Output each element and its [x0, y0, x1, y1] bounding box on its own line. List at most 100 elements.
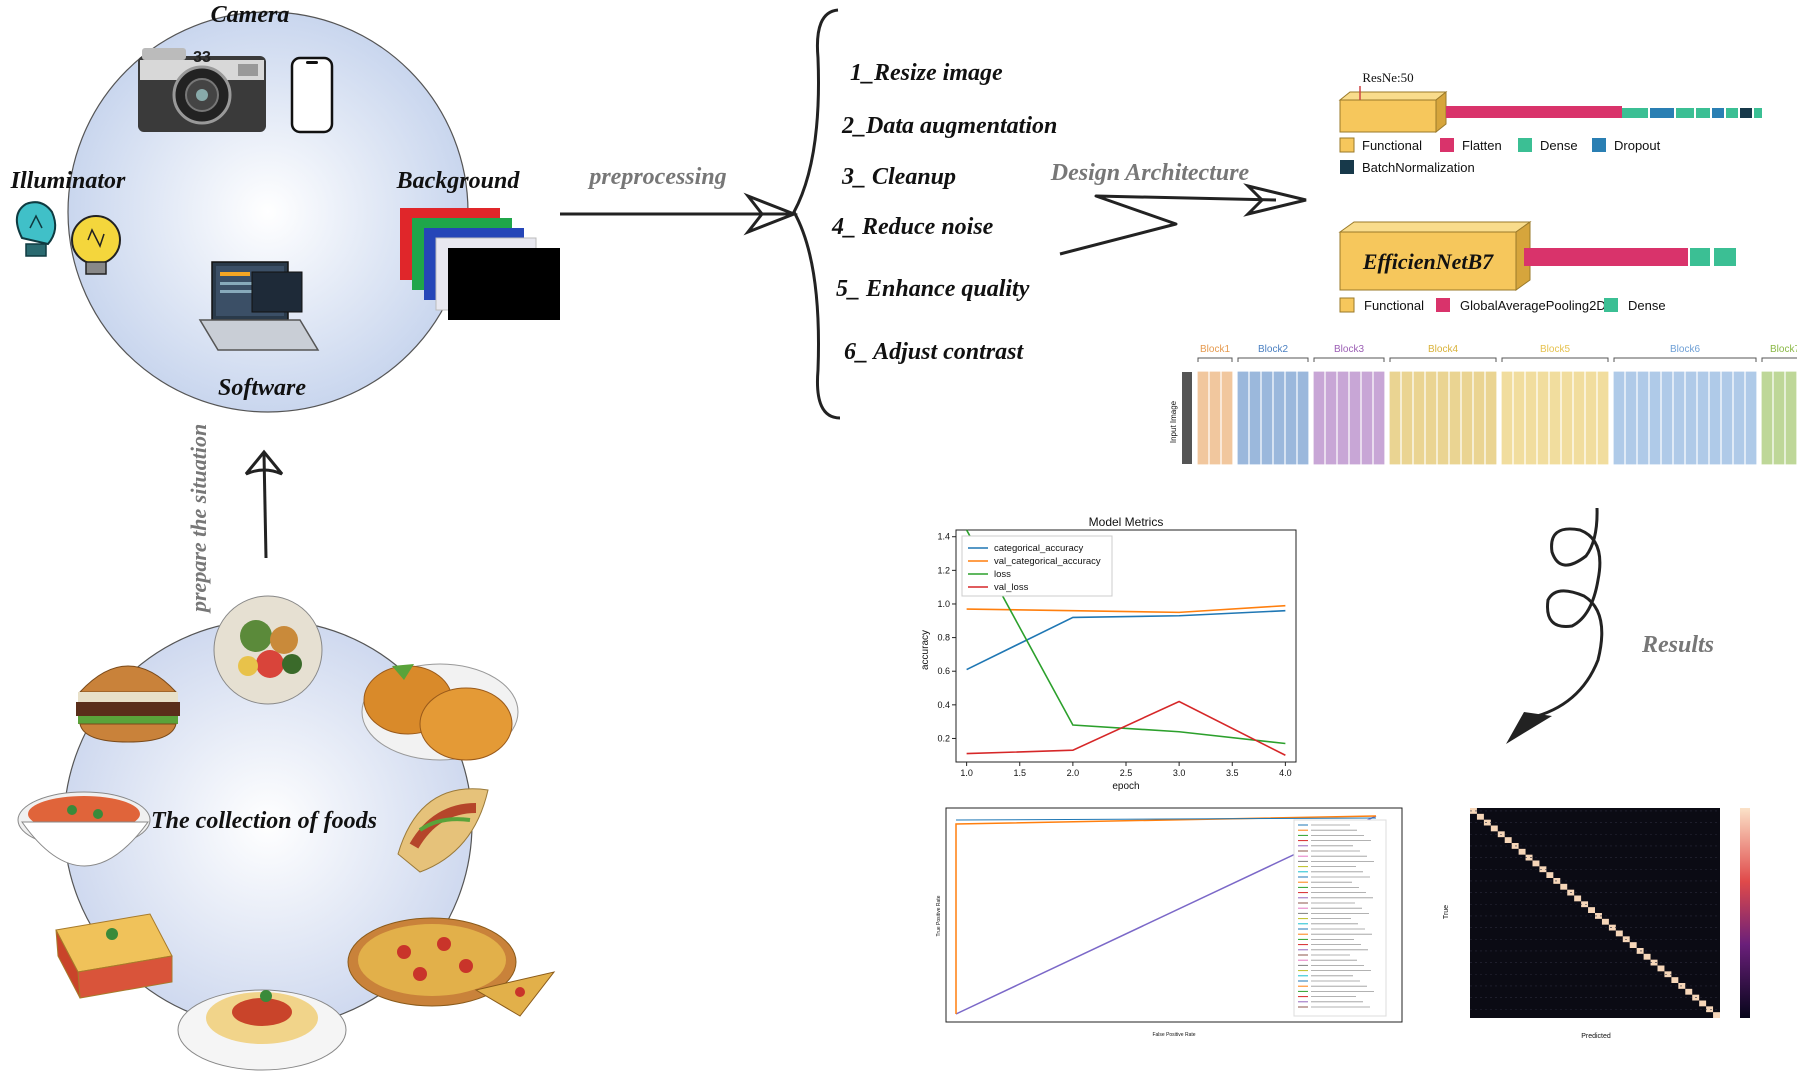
lasagna-icon	[55, 913, 173, 999]
input-image-label: Input Image	[1169, 400, 1178, 443]
block-layer-column	[1745, 371, 1757, 465]
cm-diagonal-cell	[1588, 907, 1595, 913]
block-layer-column	[1401, 371, 1413, 465]
cm-diagonal-cell	[1518, 848, 1526, 855]
legend-dropout: Dropout	[1614, 138, 1661, 153]
block-bracket	[1237, 357, 1309, 362]
block-layer-column	[1685, 371, 1697, 465]
roc-y-label: True Positive Rate	[936, 895, 942, 936]
roc-x-label: False Positive Rate	[1152, 1032, 1195, 1038]
block-label: Block2	[1258, 344, 1288, 355]
legend-functional: Functional	[1362, 138, 1422, 153]
block-layer-column	[1437, 371, 1449, 465]
block-layer-column	[1285, 371, 1297, 465]
block-bracket	[1197, 357, 1233, 362]
block-layer-column	[1473, 371, 1485, 465]
block-layer-column	[1513, 371, 1525, 465]
fried-cutlet-icon	[361, 663, 519, 761]
block-layer-column	[1561, 371, 1573, 465]
pizza-icon	[347, 917, 556, 1017]
block-layer-column	[1249, 371, 1261, 465]
legend-label: val_loss	[994, 582, 1029, 593]
block-bracket	[1389, 357, 1497, 362]
block-layer-column	[1785, 371, 1797, 465]
cm-diagonal-cell	[1671, 977, 1679, 983]
roc-legend-box	[1293, 819, 1387, 1017]
block-layer-column	[1237, 371, 1249, 465]
block-layer-column	[1649, 371, 1661, 465]
cm-diagonal-cell	[1504, 837, 1512, 843]
y-tick-label: 0.6	[937, 666, 950, 676]
camera-icon: 33	[138, 48, 266, 132]
block-layer-column	[1373, 371, 1385, 465]
tacos-icon	[397, 788, 489, 873]
cm-diagonal-cell	[1546, 872, 1554, 878]
step-resize: 1_Resize image	[850, 60, 1003, 86]
block-layer-column	[1485, 371, 1497, 465]
prepare-situation-label: prepare the situation	[186, 424, 211, 614]
cm-diagonal-cell	[1657, 965, 1665, 972]
block-layer-column	[1273, 371, 1285, 465]
step-cleanup: 3_ Cleanup	[841, 164, 956, 190]
metrics-x-label: epoch	[1112, 781, 1139, 792]
block-layer-column	[1297, 371, 1309, 465]
block-layer-column	[1337, 371, 1349, 465]
y-tick-label: 1.2	[937, 565, 950, 575]
resnet50-diagram: ResNe:50	[1338, 70, 1762, 134]
block-layer-column	[1501, 371, 1513, 465]
cm-diagonal-cell	[1664, 971, 1672, 978]
series-line-val-loss	[966, 700, 1286, 756]
legend-dense: Dense	[1540, 138, 1578, 153]
cm-diagonal-cell	[1629, 942, 1637, 948]
legend-functional-b7: Functional	[1364, 298, 1424, 313]
cm-diagonal-cell	[1470, 808, 1477, 814]
preprocessing-brace	[792, 8, 841, 420]
y-tick-label: 1.0	[937, 599, 950, 609]
block-layer-column	[1525, 371, 1537, 465]
metrics-y-label: accuracy	[920, 630, 931, 670]
resnet-legend: Functional Flatten Dense Dropout BatchNo…	[1339, 137, 1661, 175]
block-bracket	[1501, 357, 1609, 362]
block-layer-column	[1573, 371, 1585, 465]
block-layer-column	[1773, 371, 1785, 465]
legend-label: categorical_accuracy	[994, 543, 1083, 554]
resnet-flatten-layer	[1446, 106, 1622, 118]
background-sheets	[400, 208, 560, 320]
burger-icon	[76, 665, 180, 743]
block-label: Block5	[1540, 344, 1570, 355]
x-tick-label: 2.0	[1067, 768, 1080, 778]
lightbulb-icon	[71, 215, 121, 275]
block-layer-column	[1673, 371, 1685, 465]
series-line-categorical-accuracy	[966, 609, 1286, 671]
cm-diagonal-cell	[1574, 895, 1582, 902]
roc-curve-blue	[955, 817, 1377, 821]
legend-flatten: Flatten	[1462, 138, 1502, 153]
step-noise: 4_ Reduce noise	[831, 214, 994, 240]
cm-diagonal-cell	[1595, 913, 1602, 919]
cm-diagonal-cell	[1483, 819, 1491, 826]
y-tick-label: 0.8	[937, 633, 950, 643]
background-sheet-black	[448, 248, 560, 320]
block-layer-column	[1697, 371, 1709, 465]
confusion-x-label: Predicted	[1581, 1033, 1611, 1040]
cm-diagonal-cell	[1581, 901, 1589, 908]
food-collection: The collection of foods	[17, 595, 556, 1071]
x-tick-label: 1.0	[960, 768, 973, 778]
block-layer-column	[1761, 371, 1773, 465]
confusion-colorbar	[1740, 808, 1750, 1018]
preprocessing-arrow	[560, 192, 799, 236]
preprocessing-arrow-label: preprocessing	[587, 164, 726, 190]
cm-diagonal-cell	[1706, 1006, 1714, 1013]
cm-diagonal-cell	[1650, 959, 1658, 966]
cm-diagonal-cell	[1608, 924, 1616, 931]
roc-chart: False Positive Rate True Positive Rate	[936, 807, 1403, 1038]
cm-diagonal-cell	[1560, 883, 1568, 890]
cm-diagonal-cell	[1685, 988, 1693, 995]
block-layer-column	[1661, 371, 1673, 465]
laptop-icon	[198, 261, 320, 351]
block-layer-column	[1413, 371, 1425, 465]
cm-diagonal-cell	[1532, 860, 1540, 867]
cm-diagonal-cell	[1476, 813, 1484, 820]
legend-batchnorm: BatchNormalization	[1362, 160, 1475, 175]
